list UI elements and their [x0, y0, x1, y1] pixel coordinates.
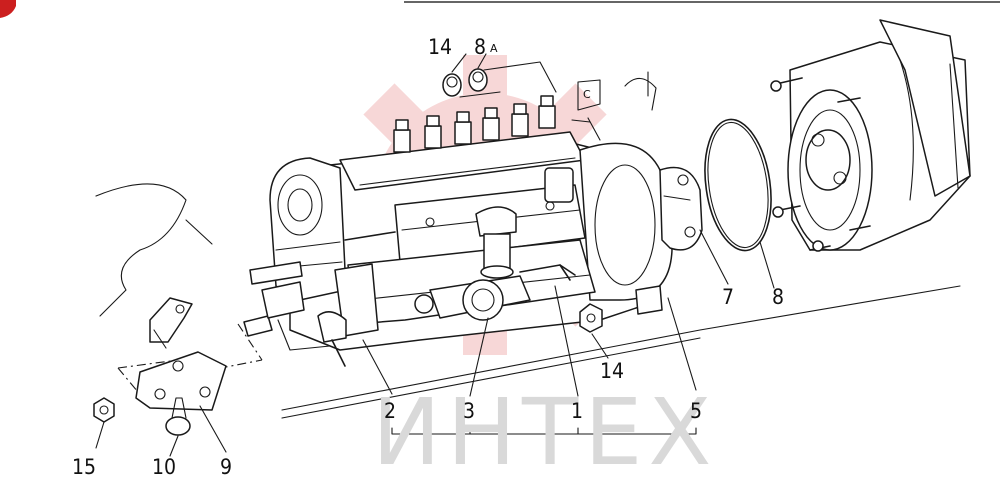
drive-adapter-housing	[770, 19, 971, 252]
label-3: 3	[463, 399, 475, 423]
lower-bracket-assembly	[93, 183, 263, 436]
ground-lines	[281, 285, 961, 419]
nut-14-mid	[579, 303, 603, 333]
label-8a-suffix: A	[490, 42, 498, 55]
label-c: C	[583, 88, 591, 101]
label-14-mid: 14	[600, 359, 624, 383]
label-8a: 8	[474, 35, 486, 59]
o-ring	[704, 118, 772, 252]
corner-marker-icon	[0, 0, 16, 18]
injection-pump-body: C	[243, 61, 673, 367]
label-5: 5	[690, 399, 702, 423]
label-7: 7	[722, 285, 734, 309]
label-10: 10	[152, 455, 176, 479]
watermark-text: ИНТЕХ	[372, 379, 717, 486]
coupling-flange	[659, 166, 703, 251]
part-labels: 14 8 A 7 8 14 2 3 1 5 15 10 9	[72, 35, 784, 479]
top-caps	[442, 61, 557, 98]
o-ring-inner	[707, 121, 769, 249]
label-9: 9	[220, 455, 232, 479]
label-8: 8	[772, 285, 784, 309]
leader-lines	[95, 53, 775, 457]
label-1: 1	[571, 399, 583, 423]
label-2: 2	[384, 399, 396, 423]
label-14-top: 14	[428, 35, 452, 59]
delivery-valves	[393, 95, 556, 153]
label-15: 15	[72, 455, 96, 479]
